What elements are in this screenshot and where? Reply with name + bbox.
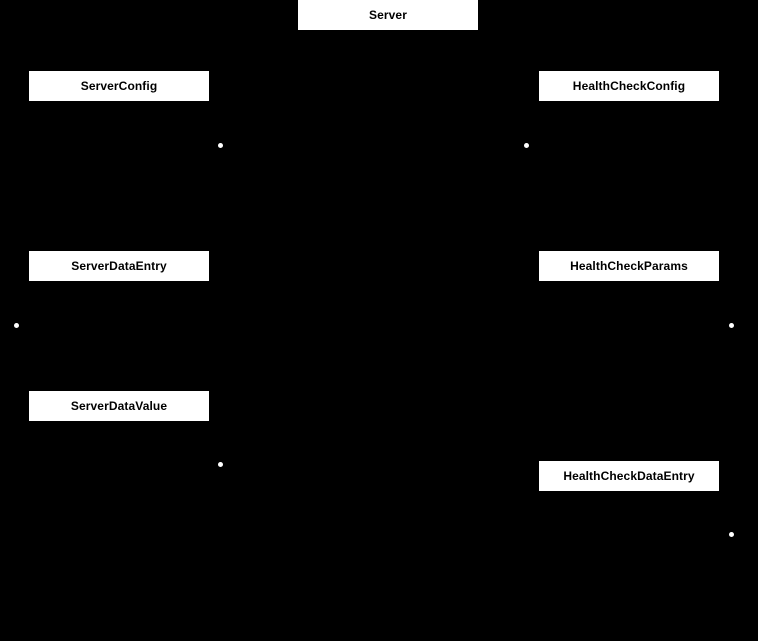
edge-health-check-params-to-health-check-data-entry <box>731 281 732 534</box>
edge-server-to-server-config <box>220 30 221 145</box>
relationship-marker-icon-server-config <box>218 143 223 148</box>
edge-health-check-config-to-health-check-params <box>731 101 732 325</box>
relationship-marker-icon-server-data-entry <box>14 323 19 328</box>
node-label-server: Server <box>369 8 407 22</box>
node-server-data-value[interactable]: ServerDataValue <box>29 391 209 421</box>
relationship-marker-icon-health-check-params <box>729 323 734 328</box>
edge-server-to-health-check-config <box>526 30 527 145</box>
node-health-check-data-entry[interactable]: HealthCheckDataEntry <box>539 461 719 491</box>
node-label-health-check-data-entry: HealthCheckDataEntry <box>563 469 695 483</box>
node-server-config[interactable]: ServerConfig <box>29 71 209 101</box>
edge-server-config-to-server-data-entry <box>16 101 17 325</box>
node-label-server-data-value: ServerDataValue <box>70 399 168 413</box>
relationship-marker-icon-server-data-value <box>218 462 223 467</box>
node-health-check-params[interactable]: HealthCheckParams <box>539 251 719 281</box>
node-server-data-entry[interactable]: ServerDataEntry <box>29 251 209 281</box>
node-label-server-data-entry: ServerDataEntry <box>71 259 167 273</box>
node-health-check-config[interactable]: HealthCheckConfig <box>539 71 719 101</box>
node-label-health-check-params: HealthCheckParams <box>570 259 688 273</box>
node-label-server-config: ServerConfig <box>80 79 158 93</box>
node-server[interactable]: Server <box>298 0 478 30</box>
edge-server-data-entry-to-server-data-value <box>220 281 221 464</box>
relationship-marker-icon-health-check-config <box>524 143 529 148</box>
node-label-health-check-config: HealthCheckConfig <box>572 79 686 93</box>
relationship-marker-icon-health-check-data-entry <box>729 532 734 537</box>
